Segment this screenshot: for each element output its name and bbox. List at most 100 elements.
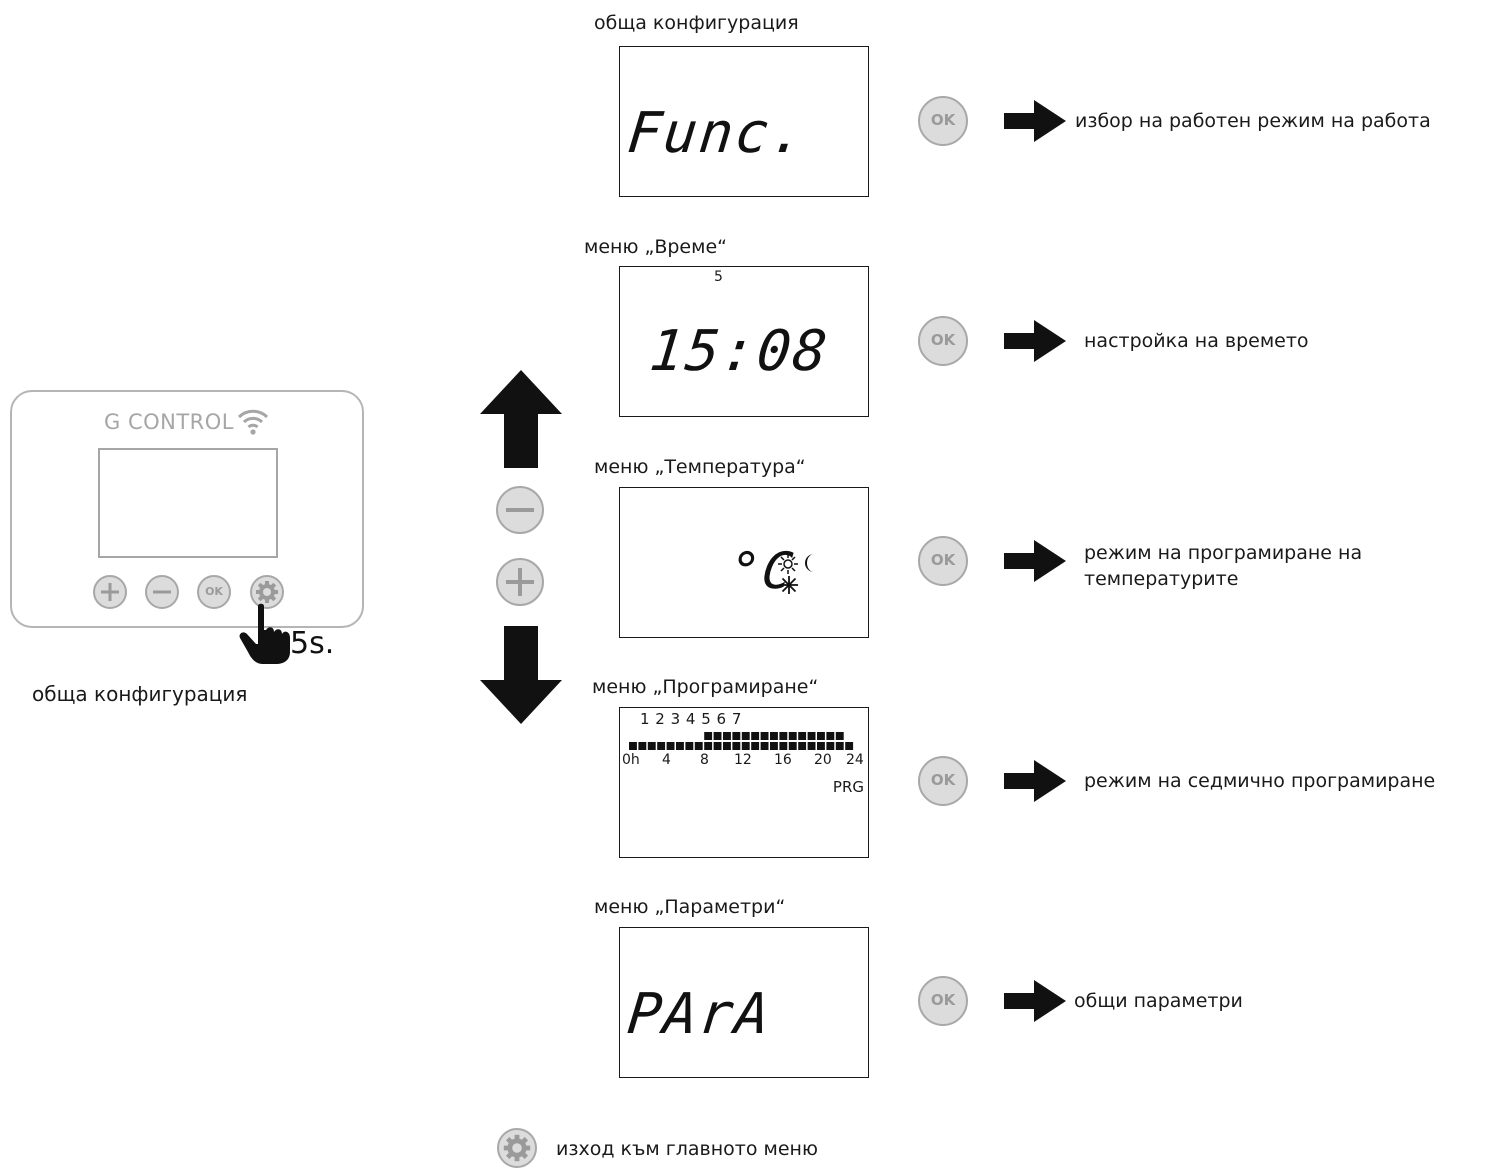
menu-title: меню „Параметри“	[594, 896, 786, 918]
hour-label: 20	[814, 752, 832, 768]
ok-label: OK	[205, 585, 223, 598]
gear-icon	[256, 581, 278, 603]
device-plus-button[interactable]	[93, 575, 127, 609]
program-block	[817, 732, 825, 740]
lcd-day-number: 5	[714, 269, 723, 285]
program-block	[826, 742, 835, 750]
ok-label: OK	[930, 331, 956, 349]
exit-settings-button[interactable]	[497, 1128, 537, 1168]
program-block	[798, 742, 807, 750]
ok-button[interactable]: OK	[918, 96, 968, 146]
ok-button[interactable]: OK	[918, 756, 968, 806]
sun-icon	[778, 554, 798, 574]
program-block	[770, 742, 778, 750]
menu-description: общи параметри	[1074, 990, 1243, 1012]
menu-title: обща конфигурация	[594, 12, 799, 34]
program-block	[798, 732, 807, 740]
ok-label: OK	[930, 551, 956, 569]
lcd-display-text: 15:08	[646, 319, 832, 384]
hour-label: 8	[700, 752, 709, 768]
minus-button[interactable]	[496, 486, 544, 534]
ok-button[interactable]: OK	[918, 976, 968, 1026]
program-block	[845, 742, 854, 750]
hour-label: 4	[662, 752, 671, 768]
ok-button[interactable]: OK	[918, 536, 968, 586]
lcd-screen: 1 2 3 4 5 6 7 0h 4 8 12 16 20 24 PRG	[619, 707, 869, 858]
program-block	[751, 742, 760, 750]
program-block	[713, 732, 722, 740]
ok-label: OK	[930, 771, 956, 789]
program-block	[629, 742, 637, 750]
menu-title: меню „Програмиране“	[592, 676, 819, 698]
device-minus-button[interactable]	[145, 575, 179, 609]
lcd-screen: Func.	[619, 46, 869, 197]
menu-description-line2: температурите	[1084, 568, 1239, 590]
program-block	[638, 742, 647, 750]
program-block	[760, 742, 769, 750]
program-block	[723, 732, 731, 740]
program-block	[817, 742, 825, 750]
ok-label: OK	[930, 991, 956, 1009]
plus-button[interactable]	[496, 558, 544, 606]
program-block	[741, 742, 750, 750]
moon-icon	[805, 554, 814, 572]
plus-icon	[506, 568, 534, 596]
lcd-screen: 5 15:08	[619, 266, 869, 417]
snowflake-icon	[780, 576, 798, 594]
ok-button[interactable]: OK	[918, 316, 968, 366]
minus-icon	[506, 508, 534, 512]
device-brand: G CONTROL	[104, 410, 234, 434]
hand-pointer-icon	[239, 603, 290, 664]
program-block	[723, 742, 731, 750]
minus-icon	[153, 590, 171, 594]
program-block	[779, 732, 788, 740]
program-block	[760, 732, 769, 740]
lcd-display-text: Func.	[624, 101, 810, 166]
program-block	[770, 732, 778, 740]
menu-title: меню „Температура“	[594, 456, 806, 478]
program-block	[788, 732, 797, 740]
thermostat-device: G CONTROL OK	[10, 390, 364, 628]
device-caption: обща конфигурация	[32, 682, 248, 706]
device-ok-button[interactable]: OK	[197, 575, 231, 609]
program-block	[676, 742, 684, 750]
ok-label: OK	[930, 111, 956, 129]
menu-description: режим на седмично програмиране	[1084, 770, 1436, 792]
menu-description: настройка на времето	[1084, 330, 1309, 352]
program-block	[713, 742, 722, 750]
hour-label: 12	[734, 752, 752, 768]
menu-description: избор на работен режим на работа	[1075, 110, 1431, 132]
hold-duration-label: 5s.	[290, 626, 335, 661]
program-block	[657, 742, 666, 750]
program-block	[826, 732, 835, 740]
program-block	[704, 742, 713, 750]
hour-label: 0h	[622, 752, 640, 768]
menu-description-line1: режим на програмиране на	[1084, 542, 1363, 564]
program-block	[788, 742, 797, 750]
program-block	[732, 742, 741, 750]
program-block	[704, 732, 713, 740]
menu-description: режим на програмиране на температурите	[1084, 540, 1362, 592]
program-block	[835, 742, 844, 750]
program-block	[807, 742, 816, 750]
lcd-prg-label: PRG	[832, 778, 864, 796]
right-arrow-icon	[1004, 320, 1066, 362]
hour-label: 24	[846, 752, 864, 768]
program-block	[807, 732, 816, 740]
program-block	[647, 742, 656, 750]
device-settings-button[interactable]	[250, 575, 284, 609]
program-block	[741, 732, 750, 740]
menu-title: меню „Време“	[584, 236, 727, 258]
gear-icon	[503, 1134, 531, 1162]
lcd-hour-scale: 0h 4 8 12 16 20 24	[620, 752, 870, 770]
hour-label: 16	[774, 752, 792, 768]
right-arrow-icon	[1004, 760, 1066, 802]
program-block	[751, 732, 760, 740]
right-arrow-icon	[1004, 100, 1066, 142]
right-arrow-icon	[1004, 540, 1066, 582]
lcd-screen: PArA	[619, 927, 869, 1078]
down-arrow-icon	[480, 626, 562, 724]
program-block	[694, 742, 703, 750]
lcd-day-numbers: 1 2 3 4 5 6 7	[640, 710, 742, 728]
program-block	[732, 732, 741, 740]
